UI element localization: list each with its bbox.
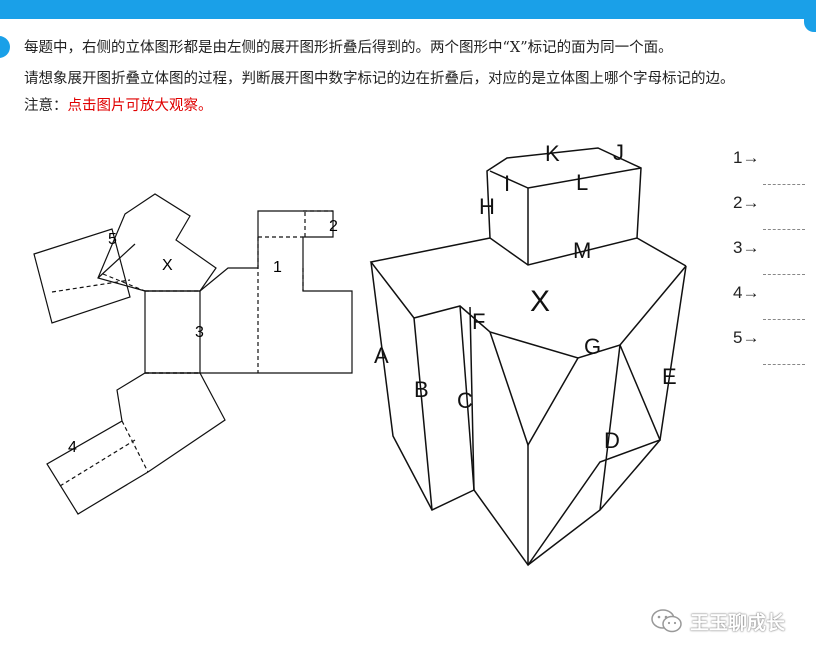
net-lower-part [46, 372, 226, 515]
net-label-4: 4 [68, 439, 77, 456]
top-banner [0, 0, 816, 19]
answer-label: 3→ [733, 238, 760, 257]
answer-label: 4→ [733, 283, 760, 302]
answer-blank[interactable] [763, 184, 805, 185]
instruction-line-1: 每题中，右侧的立体图形都是由左侧的展开图形折叠后得到的。两个图形中“X”标记的面… [24, 40, 673, 56]
answer-row: 3→ [733, 238, 813, 283]
answer-list: 1→ 2→ 3→ 4→ 5→ [733, 148, 813, 373]
answer-row: 4→ [733, 283, 813, 328]
net-fold-x [102, 273, 146, 292]
net-center-square [144, 290, 201, 374]
solid-label-b: B [414, 377, 429, 402]
answer-blank[interactable] [763, 319, 805, 320]
solid-label-c: C [457, 388, 473, 413]
solid-label-g: G [584, 334, 601, 359]
net-label-x: X [162, 257, 173, 274]
solid-edge-d [599, 344, 621, 511]
solid-body-upper [369, 237, 661, 567]
net-fold-lower-3 [59, 439, 136, 487]
instruction-line-2: 请想象展开图折叠立体图的过程，判断展开图中数字标记的边在折叠后，对应的是立体图上… [24, 71, 735, 87]
solid-edge-b [413, 317, 433, 511]
solid-edge-c [459, 305, 475, 491]
answer-blank[interactable] [763, 364, 805, 365]
solid-triangle [489, 331, 579, 447]
solid-label-j: J [613, 140, 624, 165]
answer-label: 1→ [733, 148, 760, 167]
net-face-x [97, 193, 217, 292]
answer-row: 5→ [733, 328, 813, 373]
wechat-icon [651, 609, 682, 633]
solid-label-i: I [504, 171, 510, 196]
net-edge-5 [97, 243, 136, 279]
answer-label: 5→ [733, 328, 760, 347]
watermark-text: 王玉聊成长 [690, 611, 786, 634]
solid-edge-left [370, 261, 475, 511]
answer-label: 2→ [733, 193, 760, 212]
question-badge [0, 36, 10, 58]
top-banner-cap [804, 0, 816, 32]
answer-row: 1→ [733, 148, 813, 193]
answer-row: 2→ [733, 193, 813, 238]
answer-blank[interactable] [763, 229, 805, 230]
net-right-block [199, 210, 353, 374]
solid-label-f: F [472, 309, 485, 334]
net-diagram [33, 193, 353, 515]
net-fold-lower-2 [121, 420, 149, 473]
solid-top-box [486, 147, 642, 266]
watermark: 王玉聊成长 [650, 606, 785, 636]
solid-label-h: H [479, 194, 495, 219]
solid-top-edges [489, 167, 642, 189]
solid-diagram [369, 147, 687, 567]
net-label-2: 2 [329, 218, 338, 235]
solid-edge-e [527, 265, 687, 566]
solid-label-d: D [604, 428, 620, 453]
net-fold-left [51, 279, 131, 293]
net-label-3: 3 [195, 324, 204, 341]
solid-edge-g-e [619, 265, 687, 346]
solid-labels: X A B C D E F G H I J K L M [374, 140, 677, 453]
answer-blank[interactable] [763, 274, 805, 275]
solid-label-l: L [576, 170, 588, 195]
solid-edge-right-top [636, 237, 687, 267]
note-line: 注意：点击图片可放大观察。 [24, 96, 213, 116]
net-label-1: 1 [273, 259, 282, 276]
net-panel-left [33, 228, 131, 324]
solid-label-a: A [374, 343, 389, 368]
note-text[interactable]: 点击图片可放大观察。 [67, 98, 213, 114]
note-label: 注意： [24, 98, 68, 114]
solid-label-m: M [573, 238, 591, 263]
solid-label-x: X [530, 285, 550, 318]
solid-label-e: E [662, 364, 677, 389]
net-label-5: 5 [108, 231, 117, 248]
solid-label-k: K [545, 141, 560, 166]
